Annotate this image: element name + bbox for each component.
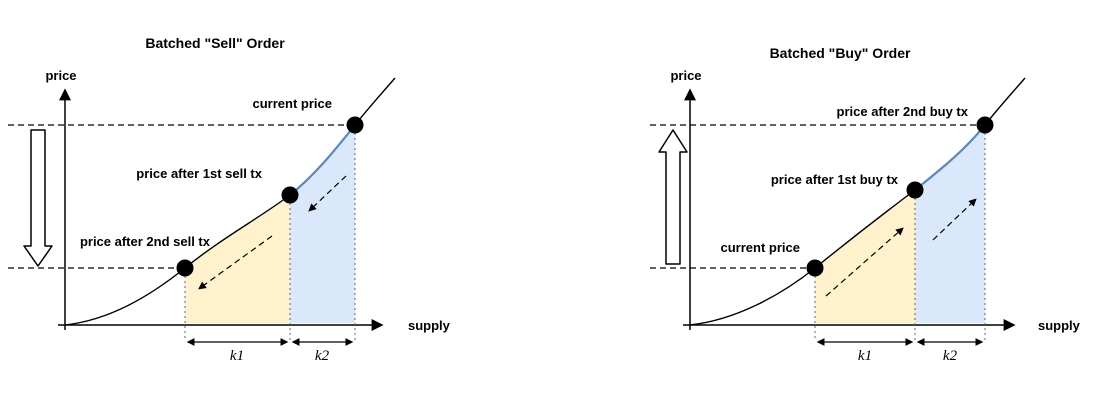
buy-move-arrow-k1	[825, 227, 904, 297]
sell-order-diagram: Batched "Sell" Order price supply k1 k2	[8, 35, 451, 364]
sell-k2-label: k2	[315, 348, 330, 364]
buy-k2-label: k2	[943, 348, 958, 364]
sell-curve-highlight-k2	[289, 124, 356, 196]
buy-point-after-second	[976, 116, 994, 134]
sell-point-after-second	[176, 259, 194, 277]
buy-curve-highlight-k2	[914, 124, 986, 191]
buy-price-axis-label: price	[670, 68, 701, 83]
buy-current-price-label: current price	[721, 240, 800, 255]
sell-supply-axis-label: supply	[408, 318, 451, 333]
sell-after-first-label: price after 1st sell tx	[136, 166, 262, 181]
sell-point-current	[346, 116, 364, 134]
buy-region-k1	[815, 190, 915, 323]
buy-after-second-label: price after 2nd buy tx	[837, 104, 969, 119]
sell-title: Batched "Sell" Order	[145, 35, 285, 51]
buy-title: Batched "Buy" Order	[770, 45, 911, 61]
price-decrease-arrow	[23, 129, 53, 267]
buy-after-first-label: price after 1st buy tx	[771, 172, 899, 187]
sell-after-second-label: price after 2nd sell tx	[80, 234, 211, 249]
sell-price-axis-label: price	[45, 68, 76, 83]
sell-region-k2	[290, 125, 355, 323]
buy-supply-axis-label: supply	[1038, 318, 1081, 333]
sell-current-price-label: current price	[253, 96, 332, 111]
sell-region-k1	[185, 195, 290, 323]
buy-point-current	[806, 259, 824, 277]
sell-move-arrow-k1	[198, 235, 273, 290]
buy-k1-label: k1	[858, 348, 872, 364]
buy-order-diagram: Batched "Buy" Order price supply k1 k2	[650, 45, 1081, 364]
price-increase-arrow	[658, 129, 688, 265]
sell-point-after-first	[281, 186, 299, 204]
sell-k1-label: k1	[230, 348, 244, 364]
sell-move-arrow-k2	[308, 175, 347, 212]
buy-point-after-first	[906, 181, 924, 199]
